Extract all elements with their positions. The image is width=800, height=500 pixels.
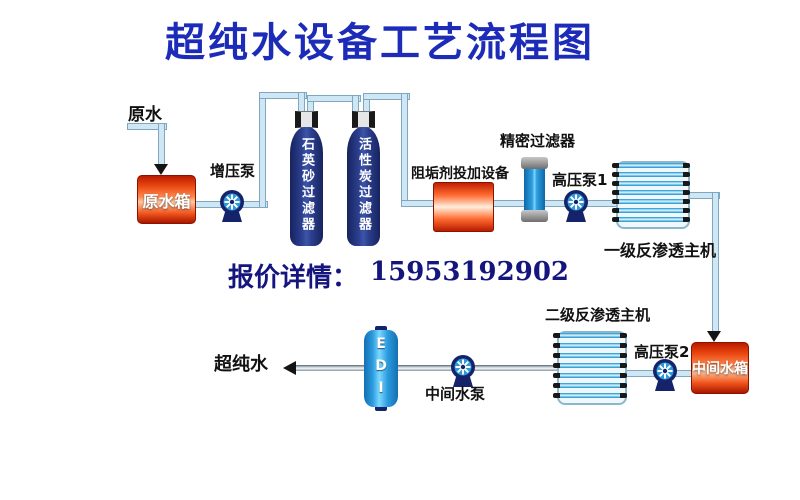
ro-membrane-tube [612,163,690,168]
ro-membrane-tube [612,181,690,186]
flow-pipe [491,200,617,207]
raw-water-tank: 原水箱 [137,175,196,224]
ro-membrane-tube [553,353,627,358]
flow-pipe [259,92,266,208]
pump-icon [451,355,475,387]
edi-label: EDI [373,335,389,402]
ro-membrane-tube [553,333,627,338]
antiscalant-dosing-unit [433,182,494,232]
hp-pump1-label: 高压泵1 [552,171,608,189]
ro-membrane-tube [553,343,627,348]
flow-pipe [158,123,165,167]
activated-carbon-filter-label: 活性炭过滤器 [356,137,371,233]
intermediate-tank: 中间水箱 [691,342,749,394]
flow-pipe [712,192,719,334]
antiscalant-label: 阻垢剂投加设备 [411,166,509,182]
ro-membrane-tube [553,363,627,368]
activated-carbon-filter: 活性炭过滤器 [347,127,380,246]
ro-membrane-tube [553,373,627,378]
flow-pipe [307,95,361,102]
pump-icon [653,359,677,391]
flow-pipe [401,200,437,207]
quote-label: 报价详情： [228,263,359,293]
quartz-sand-filter-label: 石英砂过滤器 [299,137,314,233]
filter-neck [295,111,318,128]
precision-filter-label: 精密过滤器 [500,132,576,150]
edi-module: EDI [364,330,398,407]
ro-stage1-label: 一级反渗透主机 [604,241,717,260]
flow-pipe [291,365,561,371]
ultrapure-water-label: 超纯水 [214,354,268,375]
precision-filter-cap [521,157,548,169]
flow-pipe [127,123,167,130]
booster-pump-label: 增压泵 [210,162,256,180]
ro-membrane-tube [612,172,690,177]
flow-pipe [363,93,410,100]
flow-arrow-down-icon [707,331,721,342]
high-pressure-pump-1 [563,189,589,223]
ro-membrane-tube [553,383,627,388]
flow-pipe [401,93,408,207]
ro-membrane-tube [612,190,690,195]
edi-port [375,405,387,411]
flow-arrow-down-icon [154,164,168,175]
raw-water-tank-label: 原水箱 [142,191,191,211]
edi-port [375,326,387,332]
hp-pump2-label: 高压泵2 [634,343,690,361]
intermediate-pump [450,354,476,388]
flow-pipe [259,92,307,99]
high-pressure-pump-2 [652,358,678,392]
precision-filter-cap [521,210,548,222]
precision-filter-body [524,169,545,210]
pump-icon [220,190,244,222]
ro-membrane-tube [612,208,690,213]
ro-membrane-tube [553,393,627,398]
ro-membrane-tube [612,217,690,222]
ro-membrane-tube [612,199,690,204]
raw-water-label: 原水 [128,105,162,125]
quote-phone-number: 15953192902 [370,257,570,287]
ro-stage2-label: 二级反渗透主机 [545,306,651,324]
quote-info: 报价详情： 15953192902 [228,257,569,294]
filter-neck [352,111,375,128]
page-title: 超纯水设备工艺流程图 [165,19,595,66]
intermediate-pump-label: 中间水泵 [425,385,486,403]
pump-icon [564,190,588,222]
flow-arrow-left-icon [283,361,296,375]
quartz-sand-filter: 石英砂过滤器 [290,127,323,246]
booster-pump [219,189,245,223]
intermediate-tank-label: 中间水箱 [692,361,748,377]
